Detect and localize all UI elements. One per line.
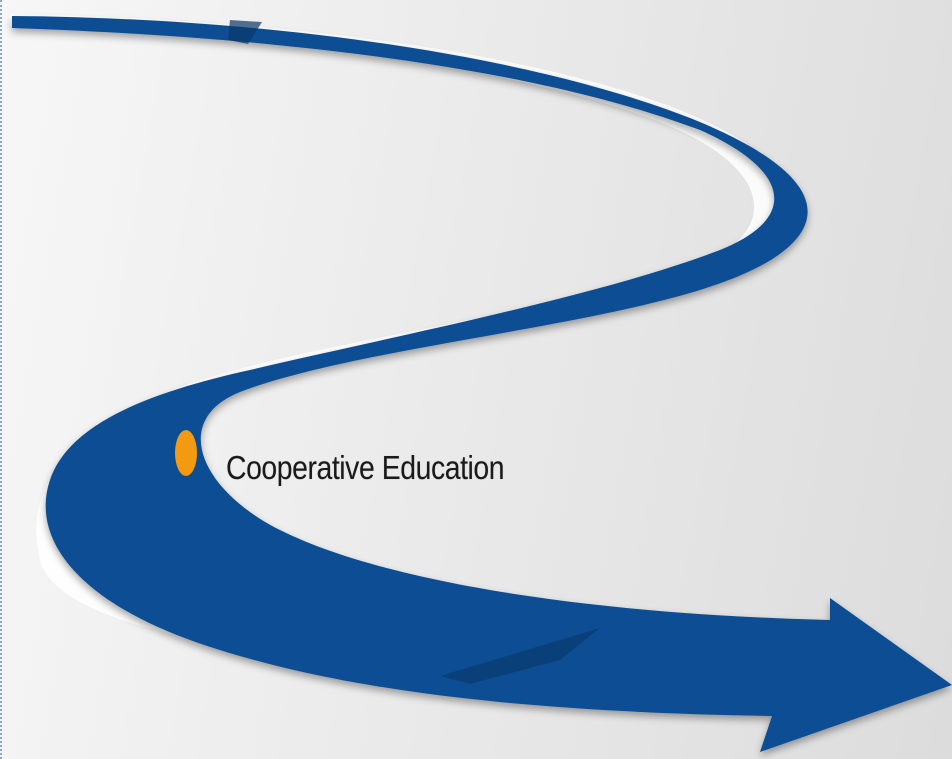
left-dotted-border — [0, 0, 2, 759]
orange-dot-icon — [175, 430, 197, 476]
road-path — [12, 16, 952, 752]
road-fold-top — [228, 20, 262, 44]
road-fold-bottom — [440, 628, 600, 684]
milestone-label: Cooperative Education — [226, 449, 505, 486]
